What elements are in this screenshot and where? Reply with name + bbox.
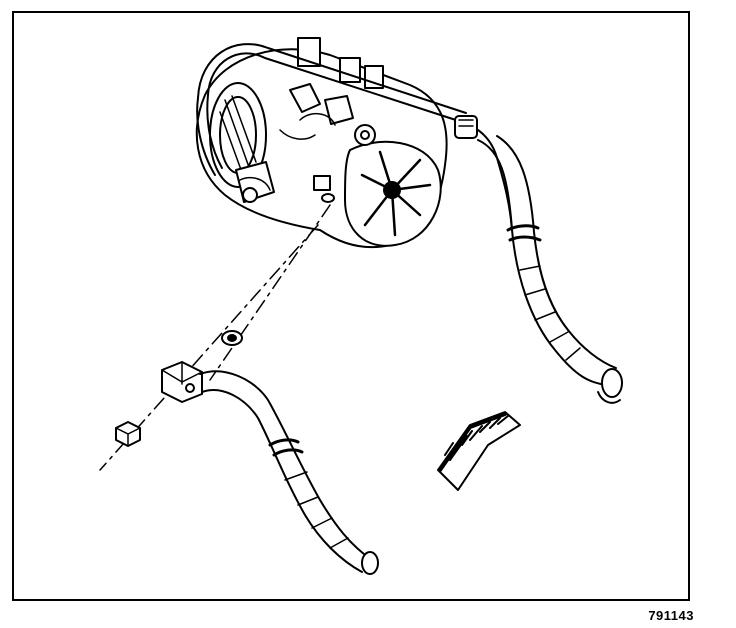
- view-direction-arrow: [437, 411, 521, 491]
- figure-number: 791143: [648, 608, 694, 623]
- figure-frame: [12, 11, 690, 601]
- retaining-nut: [115, 421, 141, 447]
- ac-compressor: [195, 37, 448, 249]
- discharge-hose-upper: [196, 43, 513, 231]
- discharge-hose-lower: [477, 135, 623, 404]
- seal-washer: [221, 330, 243, 346]
- suction-hose: [161, 361, 379, 575]
